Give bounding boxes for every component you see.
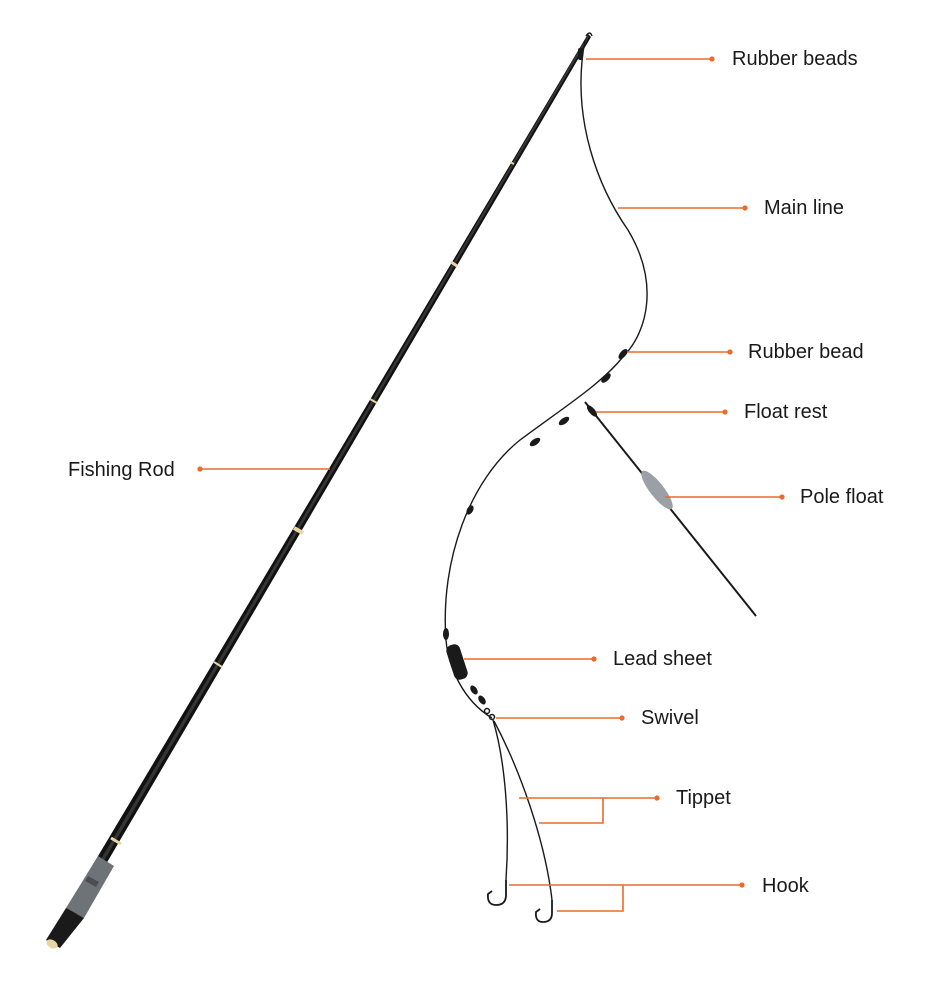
rod-ring xyxy=(369,398,378,404)
leader-dot xyxy=(709,56,715,62)
leader-hook xyxy=(509,884,624,912)
rod-highlight xyxy=(52,35,589,944)
label-rubber-beads: Rubber beads xyxy=(732,48,858,70)
rod-butt xyxy=(46,908,84,948)
label-rubber-bead: Rubber bead xyxy=(748,341,864,363)
leader-dot xyxy=(739,882,745,888)
label-hook: Hook xyxy=(762,875,810,897)
label-tippet: Tippet xyxy=(676,787,731,809)
label-fishing-rod: Fishing Rod xyxy=(68,459,175,481)
rubber-bead-marker xyxy=(558,416,570,426)
hook-right xyxy=(534,900,553,923)
rubber-beads-marker xyxy=(578,48,583,60)
leader-dot xyxy=(727,349,733,355)
leader-dot xyxy=(619,715,625,721)
fishing-rod xyxy=(46,32,593,949)
swivel-marker xyxy=(488,713,496,721)
hook-left xyxy=(487,880,507,906)
leader-dot xyxy=(722,409,728,415)
rod-butt-cap xyxy=(46,939,58,949)
tippet-line xyxy=(493,720,553,901)
leader-dot xyxy=(654,795,660,801)
pole-float-body xyxy=(641,470,673,510)
leader-dot xyxy=(742,205,748,211)
rod-grip xyxy=(66,856,114,918)
rubber-bead-marker xyxy=(443,628,449,640)
label-lead-sheet: Lead sheet xyxy=(613,648,712,670)
lead-sheet-bead xyxy=(478,695,486,705)
lead-sheet-bead xyxy=(470,685,478,695)
rod-ring xyxy=(450,260,458,268)
label-pole-float: Pole float xyxy=(800,486,884,508)
rod-grip-band xyxy=(85,876,99,887)
label-main-line: Main line xyxy=(764,197,844,219)
leader-tippet xyxy=(519,797,604,824)
leaders xyxy=(197,56,785,912)
label-swivel: Swivel xyxy=(641,707,699,729)
label-float-rest: Float rest xyxy=(744,401,828,423)
main-line-path xyxy=(444,39,648,719)
rod-ring xyxy=(110,836,122,846)
leader-dot xyxy=(197,466,203,472)
rod-ring xyxy=(509,161,515,165)
leader-dot xyxy=(779,494,785,500)
rubber-bead-marker xyxy=(601,373,611,383)
lead-sheet-marker xyxy=(446,644,468,680)
leader-dot xyxy=(591,656,597,662)
tippet-line xyxy=(492,719,509,881)
float-rest-marker xyxy=(586,405,598,417)
rod-tip-eye xyxy=(585,32,593,37)
rubber-bead-marker xyxy=(466,505,474,515)
rubber-bead-marker xyxy=(529,437,541,447)
rubber-bead-marker xyxy=(618,349,628,359)
rod-ring xyxy=(213,661,223,668)
rod-ring xyxy=(293,526,304,535)
swivel-marker xyxy=(483,707,491,715)
